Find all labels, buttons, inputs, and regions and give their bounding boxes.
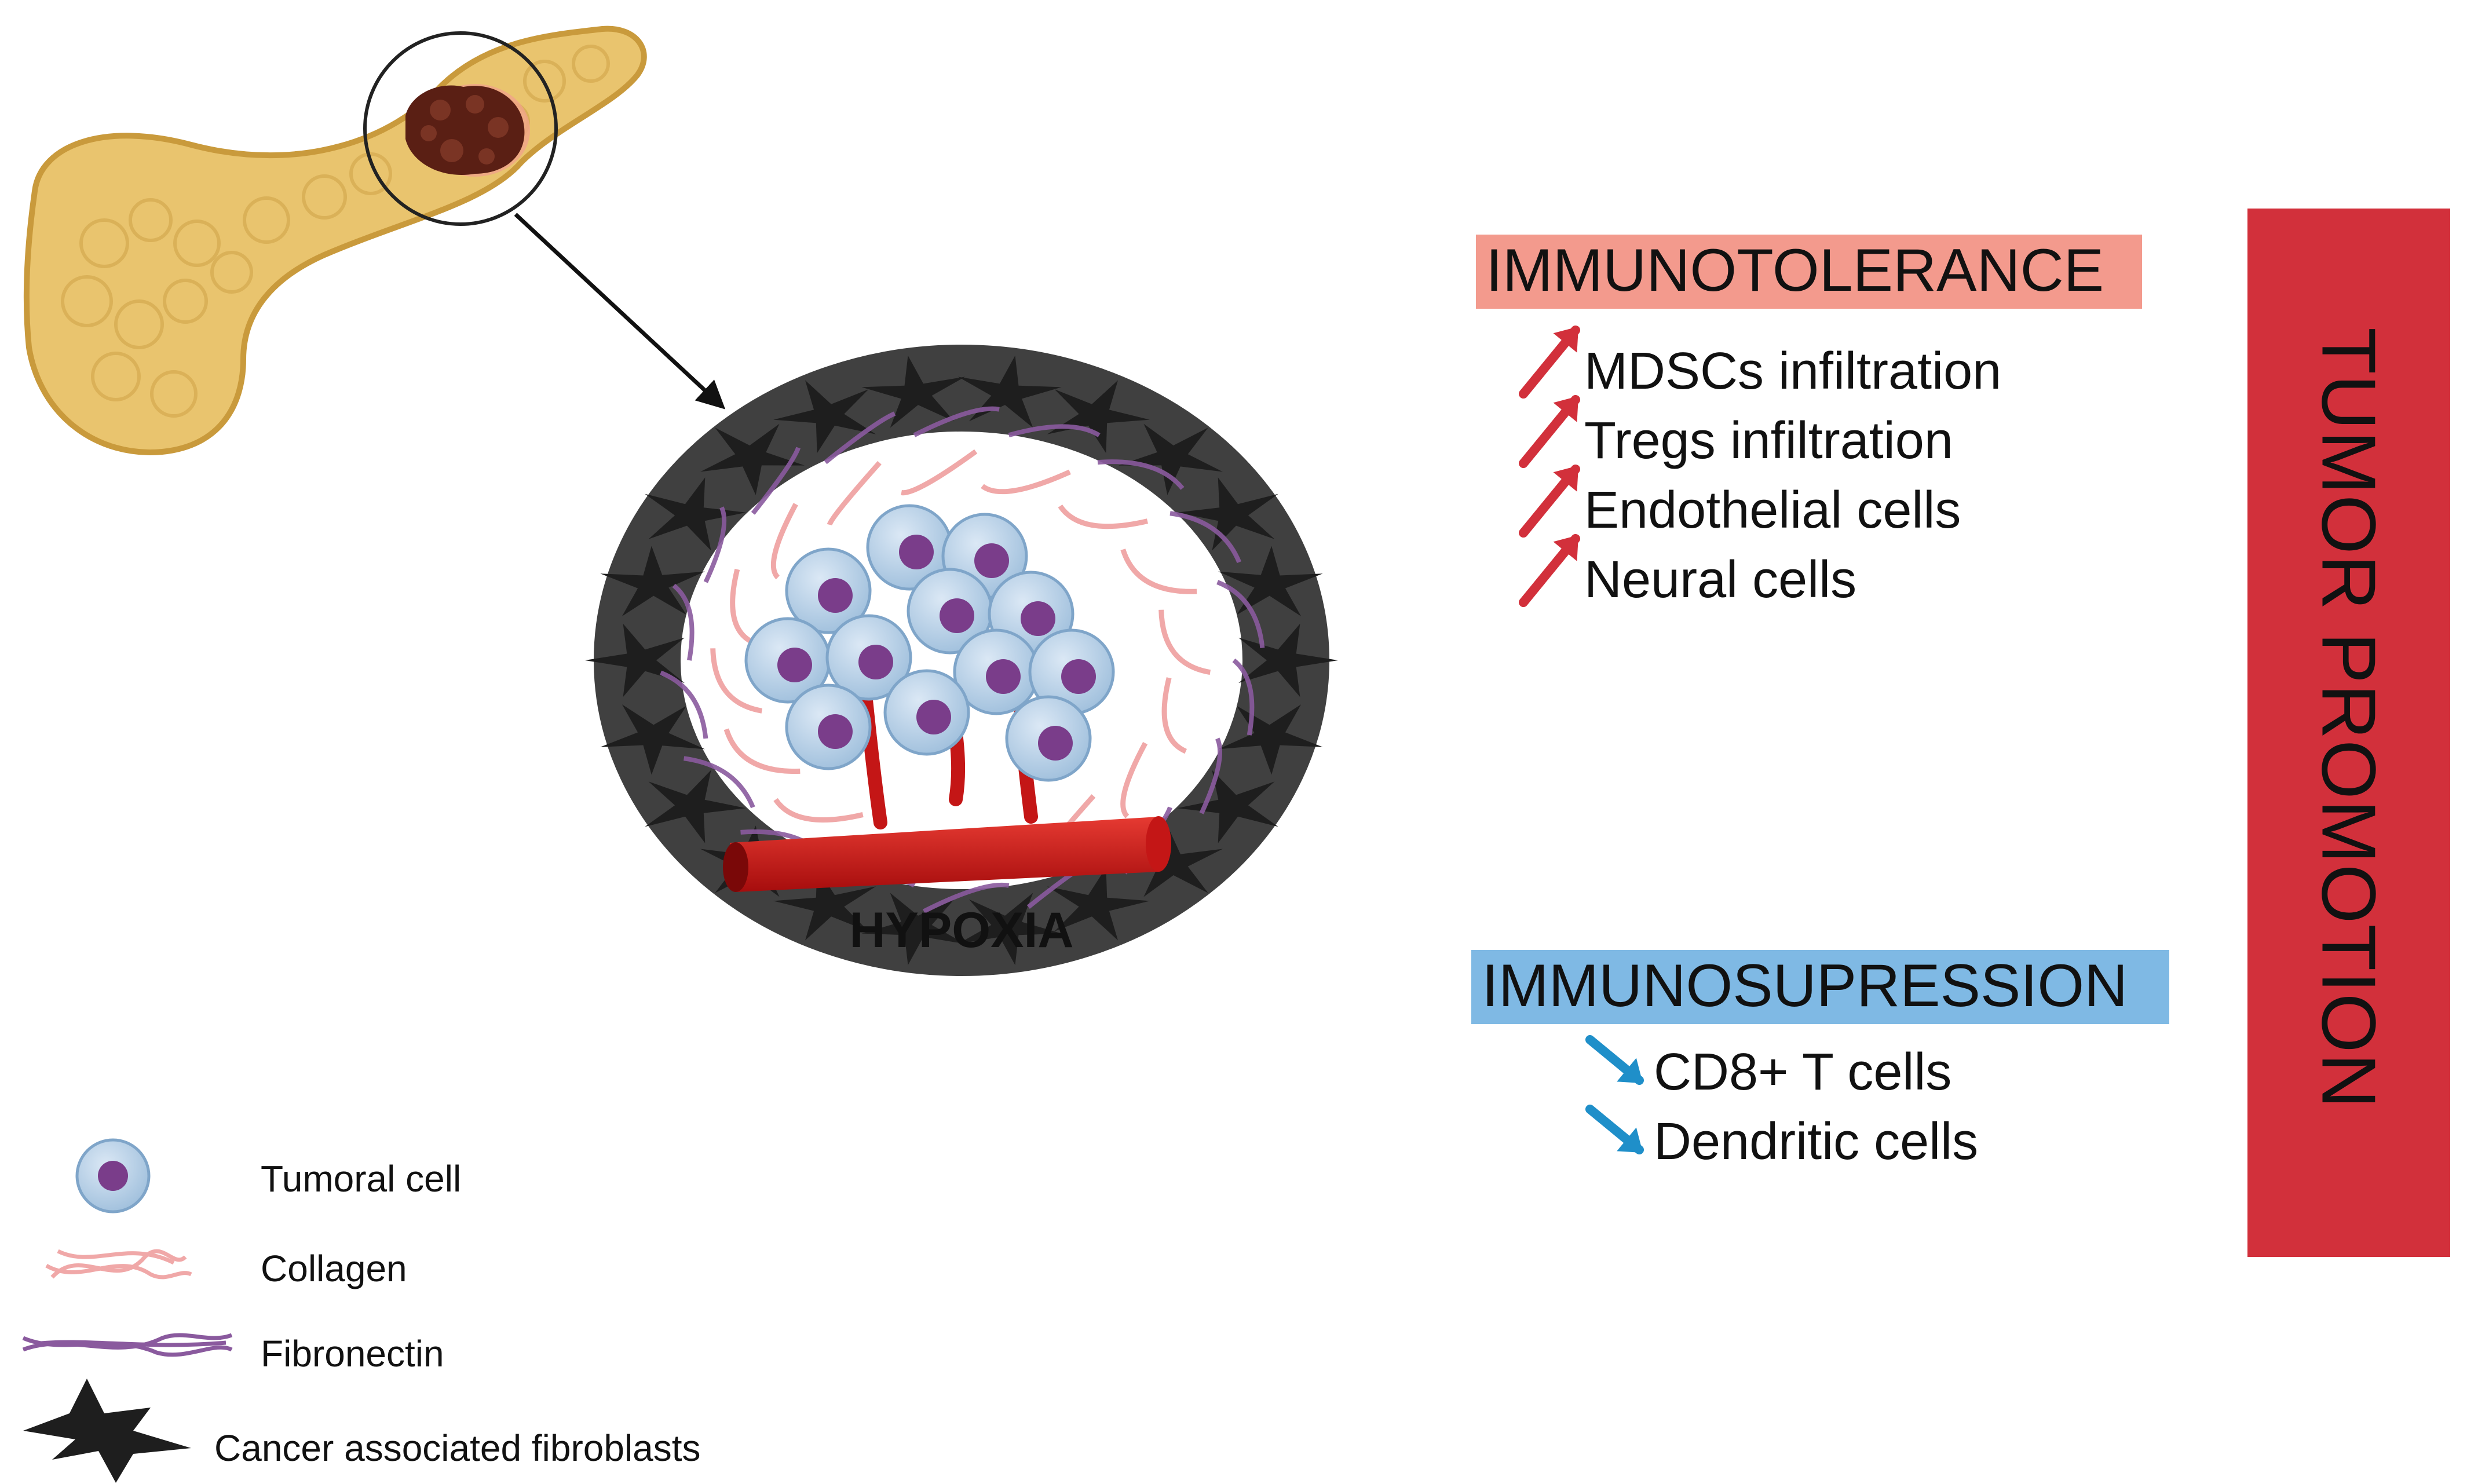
fibroblast-shape <box>1177 770 1278 843</box>
trend-arrow-icon <box>1519 395 1580 468</box>
fibronectin-strand <box>923 882 1010 913</box>
tumor-cell <box>825 614 912 701</box>
fibroblast-shape <box>585 623 685 697</box>
collagen-strand <box>770 503 798 580</box>
fibroblast-shape <box>1218 704 1323 775</box>
fibronectin-strand <box>913 406 1000 437</box>
collagen-strand <box>723 728 801 774</box>
fibroblast-shape <box>1047 380 1150 454</box>
collagen-strand <box>773 798 864 823</box>
immunosupression-header <box>1471 950 2169 1024</box>
pancreas-icon <box>23 25 647 455</box>
trend-arrow-icon <box>1519 326 1580 399</box>
collagen-strand <box>901 449 978 496</box>
tumor-cell <box>785 547 872 634</box>
fibroblast-shape <box>1218 546 1323 616</box>
fibroblast-shape <box>861 893 966 966</box>
trend-arrow-icon <box>1519 534 1580 607</box>
zoom-circle <box>363 31 558 226</box>
immunotolerance-item: Neural cells <box>1584 551 1857 609</box>
tumor-cell <box>866 504 953 591</box>
zoom-arrow <box>514 213 726 410</box>
collagen-strand <box>1158 609 1211 675</box>
trend-arrow-icon <box>1585 1035 1644 1085</box>
legend-label-fibroblasts: Cancer associated fibroblasts <box>214 1427 701 1469</box>
collagen-strand <box>1120 741 1148 818</box>
fibroblast-shape <box>957 893 1062 966</box>
tumor-cell <box>883 669 970 756</box>
fibroblast-shape <box>1118 423 1223 495</box>
immunosupression-item: Dendritic cells <box>1654 1113 1979 1171</box>
fibronectin-strand <box>751 447 801 515</box>
fibronectin-strand <box>1169 511 1242 564</box>
collagen-strand <box>730 568 755 645</box>
collagen-strand <box>1161 677 1187 754</box>
tumor-microenvironment <box>585 345 1338 976</box>
fibroblast-icon <box>23 1379 191 1483</box>
fibronectin-strand <box>1008 424 1101 438</box>
fibronectin-strand <box>1216 580 1265 648</box>
fibronectin-strand <box>1232 658 1255 736</box>
collagen-strand <box>1058 504 1148 529</box>
tumor-cell <box>1028 628 1115 715</box>
legend-label-fibronectin: Fibronectin <box>261 1333 444 1375</box>
immunotolerance-title: IMMUNOTOLERANCE <box>1486 237 2104 304</box>
fibroblast-shape <box>861 355 966 428</box>
immunotolerance-item: MDSCs infiltration <box>1584 342 2002 400</box>
immunotolerance-item: Tregs infiltration <box>1584 412 1953 470</box>
tumoral-cell-icon <box>75 1138 151 1213</box>
increase-arrows <box>1519 326 1580 607</box>
tumor-cell <box>953 628 1040 715</box>
collagen-strand <box>827 460 882 526</box>
fibronectin-strand <box>684 756 755 809</box>
fibroblast-shape <box>645 477 746 551</box>
fibroblast-shape <box>773 380 876 454</box>
fibronectin-strand <box>672 583 695 661</box>
fibroblast-shape <box>1118 825 1223 897</box>
fibroblast-shape <box>600 704 705 775</box>
fibroblast-shape <box>1238 623 1338 697</box>
fibronectin-strand <box>660 670 708 739</box>
fibronectin-strand <box>824 411 896 465</box>
fibronectin-strand <box>1097 459 1185 490</box>
fibroblast-shape <box>645 770 746 843</box>
collagen-strand <box>1120 549 1197 594</box>
decrease-arrows <box>1585 1035 1644 1154</box>
legend-label-tumoral-cell: Tumoral cell <box>261 1158 462 1200</box>
tumor-promotion-label: TUMOR PROMOTION <box>2306 327 2392 1109</box>
immunotolerance-header <box>1476 235 2142 309</box>
tumor-promotion-banner <box>2247 209 2450 1257</box>
immunotolerance-item: Endothelial cells <box>1584 481 1961 539</box>
tumor-cell <box>907 568 993 655</box>
immunosupression-item: CD8+ T cells <box>1654 1043 1952 1101</box>
collagen-strand <box>710 648 763 714</box>
fibroblast-shape <box>773 867 876 941</box>
fibroblast-shape <box>1177 477 1278 551</box>
fibroblast-shape <box>700 423 805 495</box>
legend-icons <box>22 1138 233 1483</box>
fibronectin-strand <box>703 506 727 583</box>
collagen-strand <box>981 469 1071 495</box>
legend-label-collagen: Collagen <box>261 1248 407 1289</box>
trend-arrow-icon <box>1519 465 1580 538</box>
immunosupression-title: IMMUNOSUPRESSION <box>1482 952 2128 1019</box>
fibroblast-shape <box>1047 867 1150 941</box>
tumor-cell <box>744 617 831 704</box>
tumor-cell <box>1005 695 1092 782</box>
trend-arrow-icon <box>1585 1105 1644 1154</box>
hypoxia-label: HYPOXIA <box>849 902 1073 958</box>
collagen-icon <box>45 1249 192 1280</box>
fibronectin-icon <box>22 1333 233 1357</box>
fibroblast-shape <box>600 546 705 616</box>
fibronectin-strand <box>1199 737 1223 814</box>
tumor-cell <box>785 683 872 770</box>
